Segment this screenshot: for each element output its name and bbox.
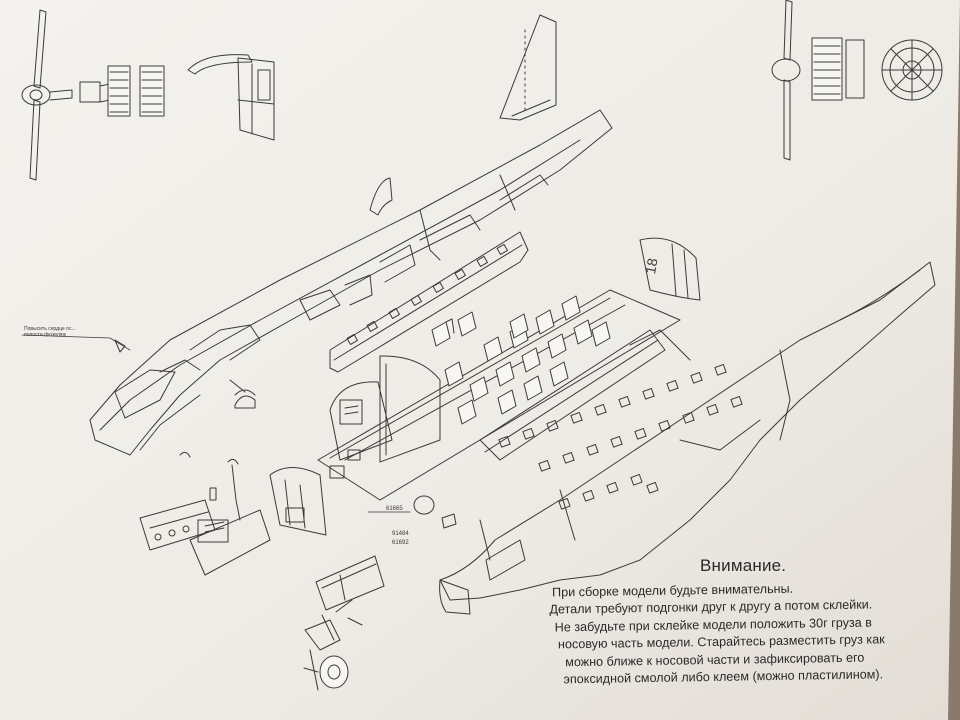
callout-note-1: Повысить сердце ос...: [24, 326, 76, 332]
left-propeller-assembly: [21, 9, 165, 181]
rear-bulkhead-part: [639, 237, 701, 301]
nacelle-part: [187, 54, 275, 141]
cabin-wall-part: [329, 231, 529, 373]
interior-panel-part: [479, 329, 666, 461]
radial-engine: [881, 39, 943, 101]
left-callout: [21, 334, 131, 353]
cockpit-parts: [139, 451, 271, 576]
upper-fuselage-half: [89, 109, 613, 456]
part-number-3: 61692: [392, 540, 409, 546]
lower-fuselage-half: [439, 261, 936, 615]
tail-marking: 18: [642, 257, 660, 275]
nose-bulkhead-part: [269, 467, 327, 536]
gear-bay-part: [315, 555, 385, 611]
small-console-part: [329, 465, 345, 479]
right-propeller-assembly: [771, 0, 943, 161]
part-number-2: 91484: [392, 531, 409, 537]
callout-note-2: полости фюзеляж: [24, 332, 66, 338]
fuselage-nose-section: [439, 539, 526, 615]
nose-landing-gear: [303, 599, 363, 691]
cabin-wall-windows: [346, 243, 508, 345]
notice-body: При сборке модели будьте внимательны. Де…: [520, 578, 960, 689]
small-dome-part: [234, 395, 256, 409]
tail-fin-part: [499, 14, 557, 121]
lower-fuselage-windows: [498, 364, 743, 510]
part-number-1: 61665: [386, 506, 403, 512]
cabin-bulkhead-part: [379, 355, 441, 463]
notice-title: Внимание.: [700, 556, 787, 575]
small-disc-part: [413, 495, 435, 515]
cabin-floor-part: [317, 289, 681, 501]
cockpit-bulkhead-part: [329, 381, 393, 461]
left-engine-cylinders: [107, 65, 165, 117]
seat-rows: [431, 295, 611, 425]
windscreen-part: [369, 177, 393, 216]
